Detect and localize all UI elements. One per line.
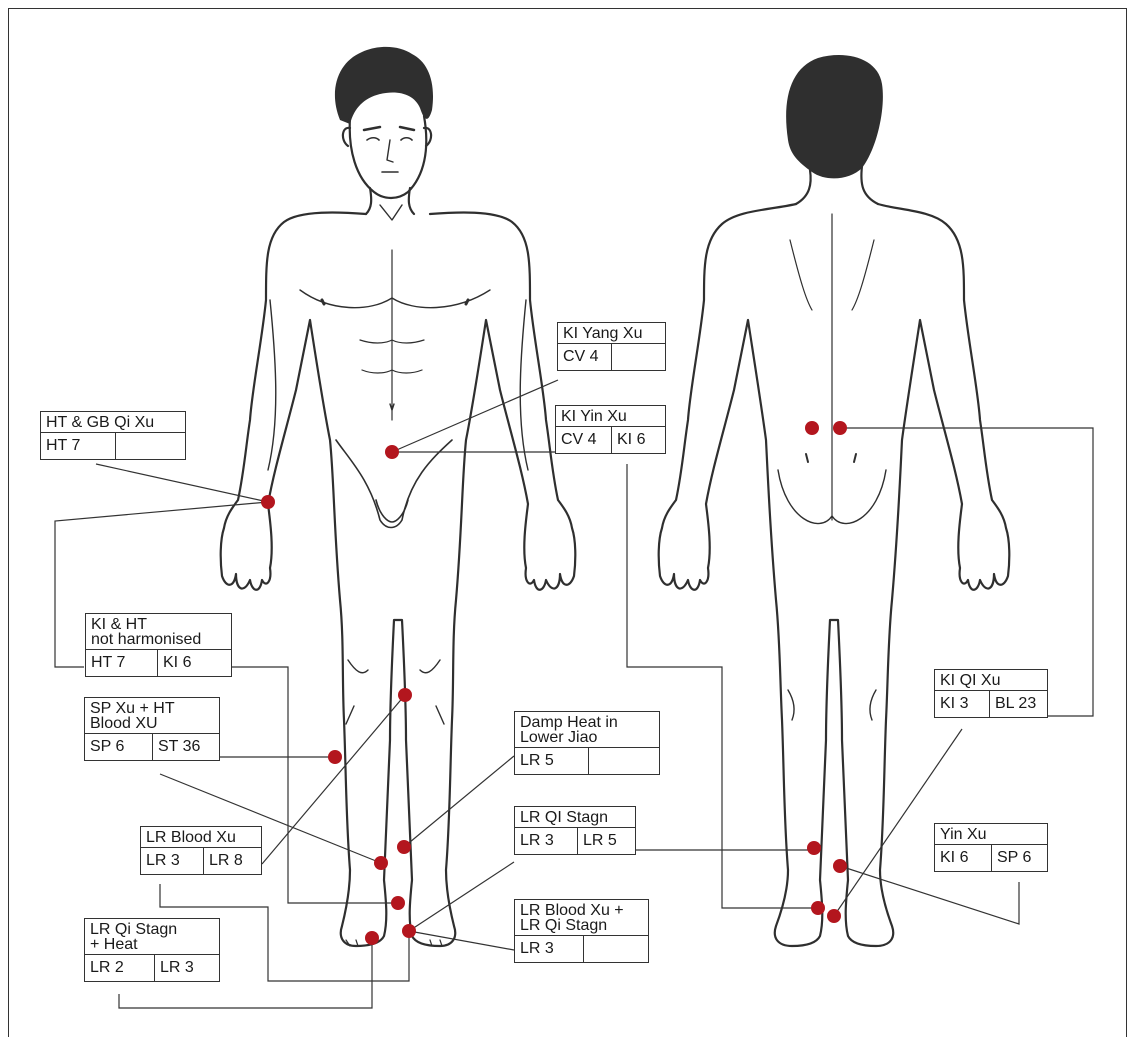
connector-lrbxlrqs [409,931,514,950]
point-sp6-front[interactable] [374,856,388,870]
connector-kiyinxu-ki6 [627,464,818,908]
point-ki3-back[interactable] [827,909,841,923]
connector-yinxu-sp6 [840,866,1019,924]
point-cell: ST 36 [152,734,219,760]
point-cell: LR 3 [515,936,583,962]
point-cell: LR 8 [203,848,261,874]
syndrome-ki-yang-xu: KI Yang Xu CV 4 [557,322,666,371]
point-ht7[interactable] [261,495,275,509]
point-sp6-back[interactable] [833,859,847,873]
point-cell: KI 6 [611,427,665,453]
point-cell: LR 2 [85,955,154,981]
point-cell: LR 5 [577,828,635,854]
point-cell: CV 4 [556,427,611,453]
point-cell [115,433,185,459]
syndrome-title: KI Yang Xu [558,323,665,344]
point-cell: SP 6 [85,734,152,760]
point-bl23-left[interactable] [805,421,819,435]
connector-lrqistagn-lr3 [409,862,514,931]
connector-lrbloodxu-lr8 [262,695,405,864]
point-lr5-front[interactable] [397,840,411,854]
syndrome-lr-blood-xu-lr-qi-stagn: LR Blood Xu + LR Qi Stagn LR 3 [514,899,649,963]
point-bl23-right[interactable] [833,421,847,435]
syndrome-damp-heat-lower-jiao: Damp Heat in Lower Jiao LR 5 [514,711,660,775]
syndrome-title: LR Qi Stagn + Heat [85,919,219,955]
point-cell [583,936,648,962]
point-lr8[interactable] [398,688,412,702]
point-lr3-front[interactable] [402,924,416,938]
point-cell: LR 3 [515,828,577,854]
point-cell: HT 7 [86,650,157,676]
connector-dampheat [404,756,514,847]
syndrome-title: Damp Heat in Lower Jiao [515,712,659,748]
syndrome-title: LR Blood Xu + LR Qi Stagn [515,900,648,936]
back-figure [659,55,1010,946]
point-lr2-front[interactable] [365,931,379,945]
syndrome-title: Yin Xu [935,824,1047,845]
syndrome-title: KI & HT not harmonised [86,614,231,650]
point-lr5-back[interactable] [807,841,821,855]
point-cell: SP 6 [991,845,1047,871]
point-cell: LR 3 [154,955,219,981]
point-cell: LR 3 [141,848,203,874]
point-cell: LR 5 [515,748,588,774]
syndrome-title: HT & GB Qi Xu [41,412,185,433]
point-cell: BL 23 [989,691,1047,717]
syndrome-ht-gb-qi-xu: HT & GB Qi Xu HT 7 [40,411,186,460]
syndrome-title: SP Xu + HT Blood XU [85,698,219,734]
syndrome-title: LR Blood Xu [141,827,261,848]
point-cell: KI 6 [157,650,231,676]
point-cell [611,344,665,370]
point-cell: KI 6 [935,845,991,871]
syndrome-title: LR QI Stagn [515,807,635,828]
point-cell [588,748,659,774]
point-st36[interactable] [328,750,342,764]
back-head [786,55,883,178]
point-cell: KI 3 [935,691,989,717]
syndrome-title: KI Yin Xu [556,406,665,427]
point-cell: CV 4 [558,344,611,370]
point-cv4[interactable] [385,445,399,459]
point-cell: HT 7 [41,433,115,459]
point-ki6-back[interactable] [811,901,825,915]
syndrome-title: KI QI Xu [935,670,1047,691]
point-ki6-front[interactable] [391,896,405,910]
front-hair [335,47,433,124]
